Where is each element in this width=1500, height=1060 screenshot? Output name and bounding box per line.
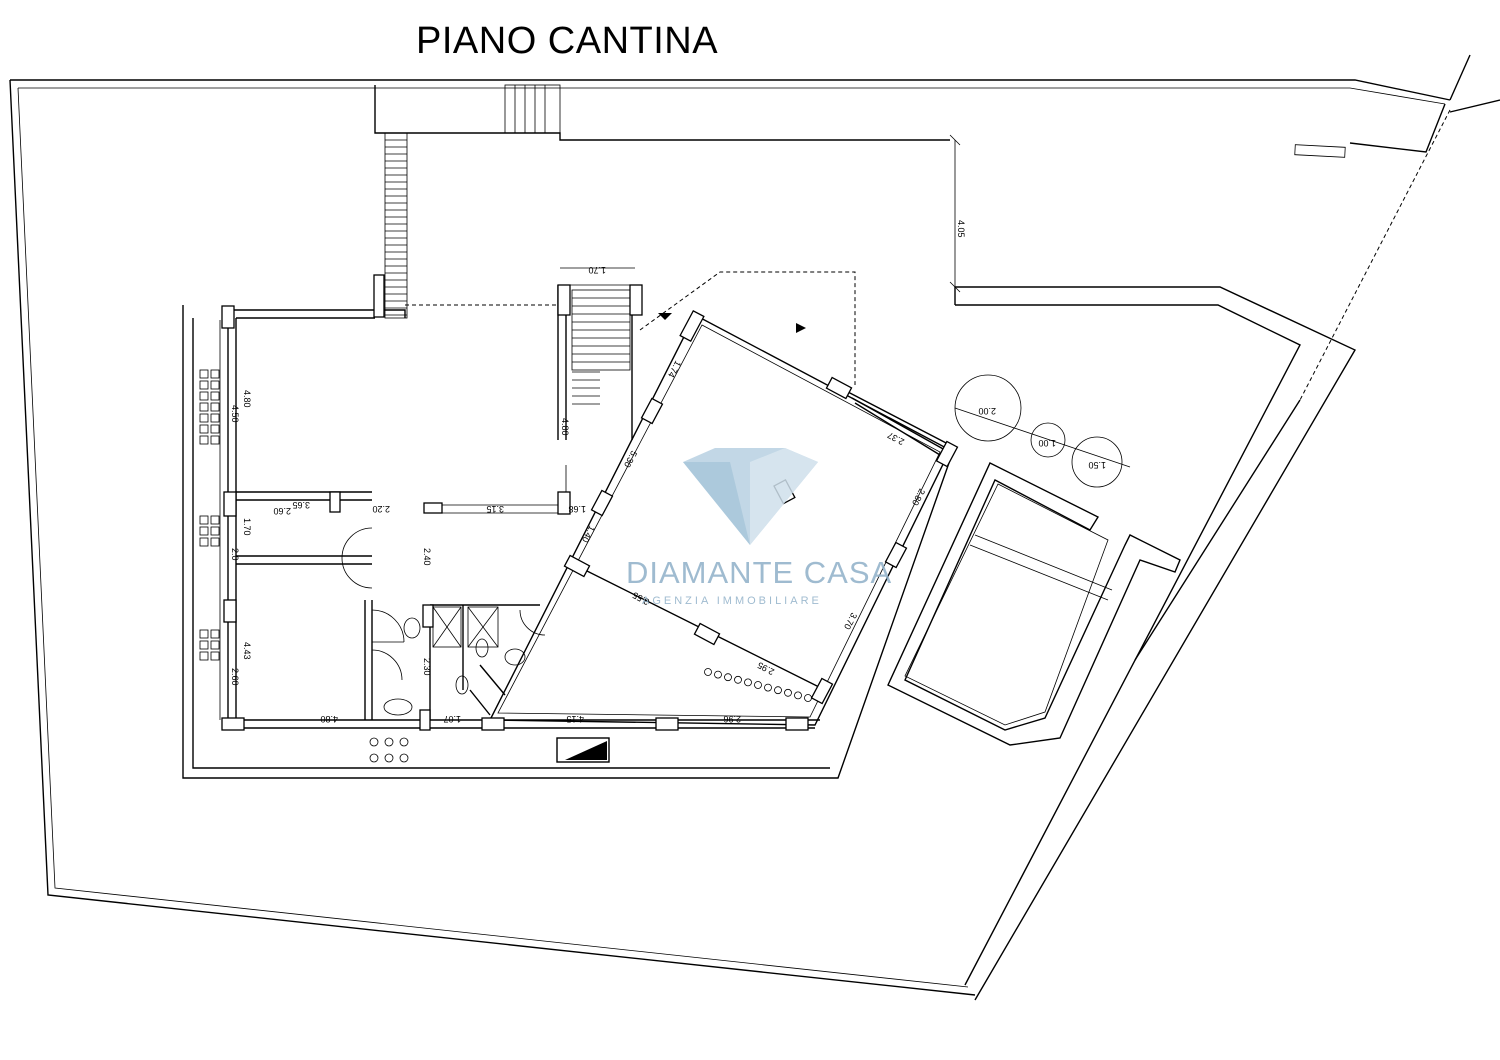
light-well-cell [210,424,220,434]
light-well-cell [199,640,209,650]
light-well-cell [199,413,209,423]
large-room [488,314,951,726]
planter-dot [804,694,812,702]
light-well-cell [210,537,220,547]
light-well-cell [210,526,220,536]
doors [341,527,546,681]
light-well-cell [199,651,209,661]
agency-watermark: DIAMANTE CASA AGENZIA IMMOBILIARE [626,448,892,607]
planter-dot [704,668,712,676]
planter-dot [399,737,409,747]
light-well-cell [199,526,209,536]
dim-bottom-right: 2.96 [723,714,741,724]
retaining-wall: 4.05 [374,85,1356,1001]
light-well-cell [199,402,209,412]
bathroom-fixtures [383,606,526,716]
dim-stair-width: 1.70 [588,265,606,275]
light-well-cell [210,369,220,379]
planter-dot [369,753,379,763]
light-well-cell [210,402,220,412]
planter-dot [369,737,379,747]
planter-dot [794,691,802,700]
ramp-symbol [556,737,610,763]
dim-lower-left-inner: 2.60 [230,668,240,686]
dim-tree-2: 1.00 [1038,438,1056,448]
light-well-cell [210,413,220,423]
dimension-labels: 4.80 4.50 3.65 2.60 1.70 2.0 2.20 3.15 2… [230,359,927,724]
light-well-cell [199,537,209,547]
planter-dot [399,753,409,763]
light-well-cell [210,640,220,650]
planter-dot [714,670,722,679]
light-well-cell [199,424,209,434]
light-well-cell [199,629,209,639]
trees: 2.00 1.00 1.50 [954,374,1131,488]
direction-arrows [658,313,806,333]
property-boundary [9,54,1500,996]
planter-dot [744,678,752,687]
dim-big-room-right: 2.80 [910,487,927,507]
light-well-cell [210,391,220,401]
watermark-name: DIAMANTE CASA [626,555,892,590]
light-wells [199,369,220,661]
building-slab [182,271,951,779]
dim-corridor-w2: 2.60 [273,506,291,516]
dim-diag-top: 1.74 [666,359,683,379]
light-well-cell [210,651,220,661]
dim-diag-lower: 1.40 [580,524,597,544]
dim-terrace-depth: 4.05 [956,220,966,238]
dim-mid-gap: 1.68 [568,504,586,514]
dim-corridor-h2: 2.0 [230,548,240,561]
columns [221,274,959,731]
light-well-cell [199,435,209,445]
planter-dot [724,673,732,682]
planter-dot [774,686,782,695]
watermark-tagline: AGENZIA IMMOBILIARE [642,595,822,607]
dim-big-room-low: 2.95 [756,660,776,677]
light-well-cell [210,380,220,390]
planter-dot [734,675,742,684]
dim-bottom-door: 1.07 [443,714,461,724]
light-well-cell [210,515,220,525]
dim-tree-1: 2.00 [978,406,996,416]
dim-left-room-inner: 4.50 [230,405,240,423]
light-well-cell [199,380,209,390]
dim-tree-3: 1.50 [1088,460,1106,470]
light-well-cell [210,629,220,639]
outdoor-stairs [384,84,561,319]
dim-bottom-left: 4.80 [320,714,338,724]
dim-corridor-w1: 3.65 [292,500,310,510]
dim-small-gap: 2.20 [372,504,390,514]
light-well-cell [210,435,220,445]
swimming-pool [887,462,1181,746]
dim-bottom-mid: 4.15 [566,714,584,724]
light-well-cell [199,515,209,525]
dim-hall-w: 3.15 [486,504,504,514]
planter-dot [384,737,394,747]
dim-corridor-h: 1.70 [242,518,252,536]
dim-stair-length: 4.80 [560,418,570,436]
dim-big-room-right2: 3.70 [842,611,859,631]
dim-lower-left-h: 4.43 [242,642,252,660]
interior-stairs: 1.70 4.80 [560,265,635,497]
dim-hall-h: 2.40 [422,548,432,566]
light-well-cell [199,369,209,379]
planter-row [369,668,812,763]
dim-left-room-h: 4.80 [242,390,252,408]
planter-dot [754,681,762,689]
dim-bath-h: 2.30 [422,658,432,676]
planter-dot [764,683,772,692]
planter-dot [384,753,394,763]
planter-dot [784,688,792,697]
page-title: PIANO CANTINA [416,20,719,62]
dim-diag-wall: 5.30 [622,449,639,469]
light-well-cell [199,391,209,401]
